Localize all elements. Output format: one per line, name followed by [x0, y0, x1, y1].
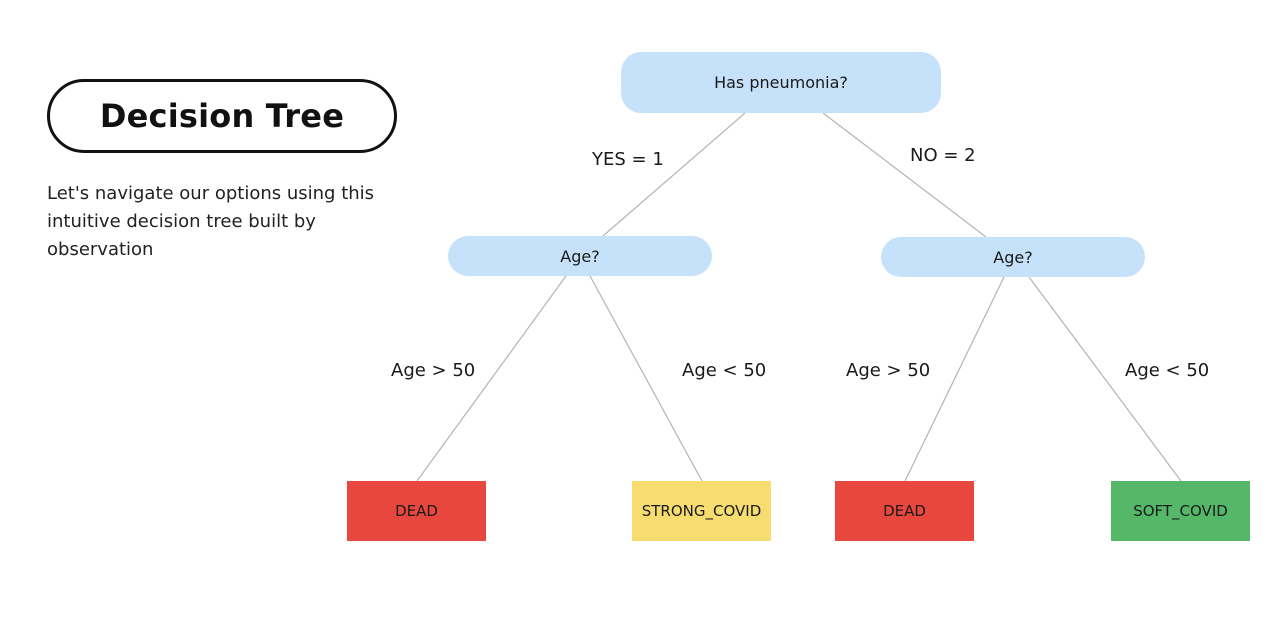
title-pill: Decision Tree	[47, 79, 397, 153]
age-question-node-yes: Age?	[448, 236, 712, 276]
root-question-label: Has pneumonia?	[714, 73, 848, 92]
no-edge-label: NO = 2	[910, 145, 976, 166]
leaf-label: STRONG_COVID	[641, 502, 762, 520]
leaf-label: DEAD	[883, 502, 926, 520]
leaf-strong-covid: STRONG_COVID	[632, 481, 771, 541]
leaf-label: SOFT_COVID	[1133, 502, 1228, 520]
leaf-dead-no: DEAD	[835, 481, 974, 541]
yes-age-over-50-label: Age > 50	[391, 360, 476, 381]
edge-root-no	[822, 112, 987, 238]
yes-age-under-50-label: Age < 50	[682, 360, 767, 381]
leaf-label: DEAD	[395, 502, 438, 520]
edge-no-left	[904, 276, 1005, 482]
edge-yes-left	[416, 275, 567, 482]
age-question-node-no: Age?	[881, 237, 1145, 277]
edge-yes-right	[589, 275, 703, 482]
root-question-node: Has pneumonia?	[621, 52, 941, 113]
no-age-over-50-label: Age > 50	[846, 360, 931, 381]
leaf-dead-yes: DEAD	[347, 481, 486, 541]
edge-no-right	[1028, 276, 1182, 482]
age-question-label: Age?	[993, 247, 1033, 267]
intro-text: Let's navigate our options using this in…	[47, 183, 375, 260]
leaf-soft-covid: SOFT_COVID	[1111, 481, 1250, 541]
no-age-under-50-label: Age < 50	[1125, 360, 1210, 381]
age-question-label: Age?	[560, 246, 600, 266]
page-title: Decision Tree	[99, 97, 345, 135]
yes-edge-label: YES = 1	[592, 149, 664, 170]
edge-root-yes	[602, 112, 746, 237]
